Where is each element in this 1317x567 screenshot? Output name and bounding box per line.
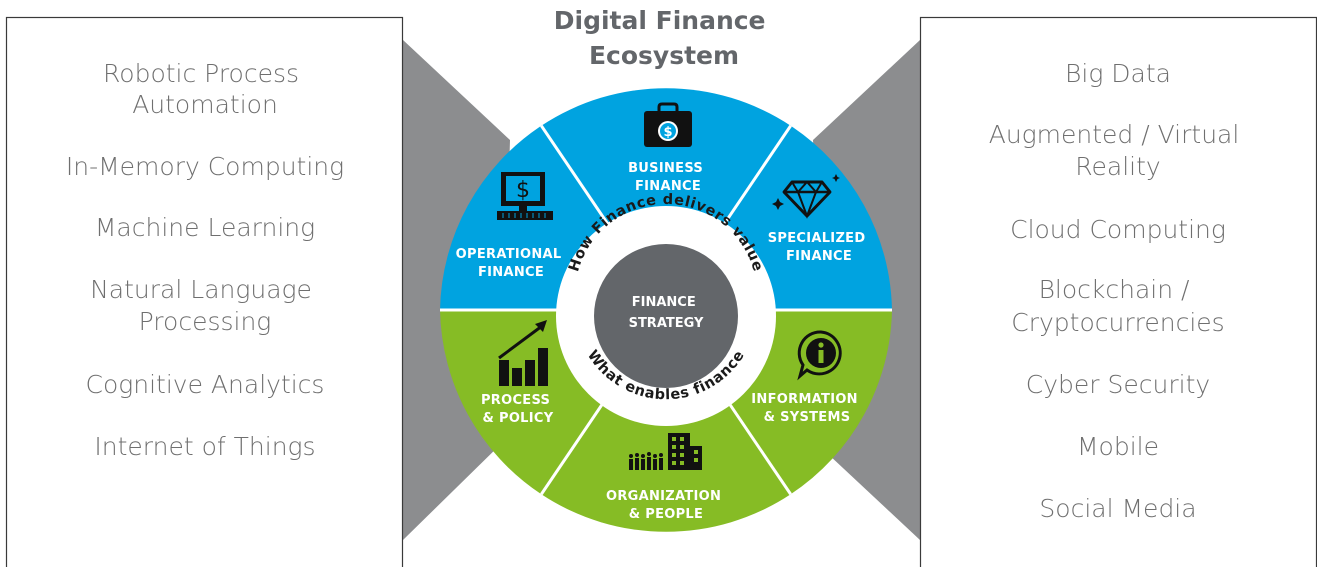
svg-text:$: $	[516, 178, 530, 203]
diamond-icon	[772, 174, 840, 219]
label-operational-finance: OPERATIONAL FINANCE	[456, 247, 567, 280]
left-item-natural-language-processing: Natural Language Processing	[90, 275, 320, 336]
left-item-robotic-process-automation: Robotic Process Automation	[103, 59, 307, 119]
right-item-augmented-virtual-reality: Augmented / Virtual Reality	[989, 120, 1248, 181]
label-process-policy: PROCESS & POLICY	[481, 393, 555, 426]
label-organization-people: ORGANIZATION & PEOPLE	[606, 489, 726, 522]
segment-business-finance	[541, 88, 791, 310]
left-item-machine-learning: Machine Learning	[95, 213, 315, 242]
left-panel	[5, 16, 404, 567]
label-business-finance: BUSINESS FINANCE	[628, 161, 708, 194]
label-information-systems: INFORMATION & SYSTEMS	[751, 392, 862, 425]
diagram-title: Digital Finance Ecosystem	[554, 6, 775, 70]
briefcase-dollar-icon: $	[644, 102, 692, 147]
right-item-social-media: Social Media	[1039, 494, 1196, 523]
center-label: FINANCE STRATEGY	[629, 295, 704, 331]
left-item-internet-of-things: Internet of Things	[94, 432, 315, 461]
computer-dollar-icon: $	[497, 172, 553, 220]
wheel: FINANCE STRATEGY How Finance delivers va…	[440, 88, 892, 532]
center-circle	[594, 244, 738, 388]
right-item-cyber-security: Cyber Security	[1026, 370, 1210, 399]
info-bubble-icon	[797, 330, 842, 381]
svg-text:$: $	[663, 125, 672, 140]
left-item-cognitive-analytics: Cognitive Analytics	[86, 370, 325, 399]
right-panel-list: Big Data Augmented / Virtual Reality Clo…	[989, 59, 1248, 523]
right-item-big-data: Big Data	[1065, 59, 1171, 88]
growth-chart-icon	[498, 320, 548, 386]
right-item-mobile: Mobile	[1077, 432, 1159, 461]
right-panel	[919, 16, 1317, 567]
left-item-in-memory-computing: In-Memory Computing	[66, 152, 344, 181]
people-building-icon	[629, 433, 702, 470]
label-specialized-finance: SPECIALIZED FINANCE	[768, 231, 871, 264]
right-item-cloud-computing: Cloud Computing	[1010, 215, 1226, 244]
left-panel-list: Robotic Process Automation In-Memory Com…	[66, 59, 344, 461]
right-item-blockchain-cryptocurrencies: Blockchain / Cryptocurrencies	[1011, 275, 1224, 337]
